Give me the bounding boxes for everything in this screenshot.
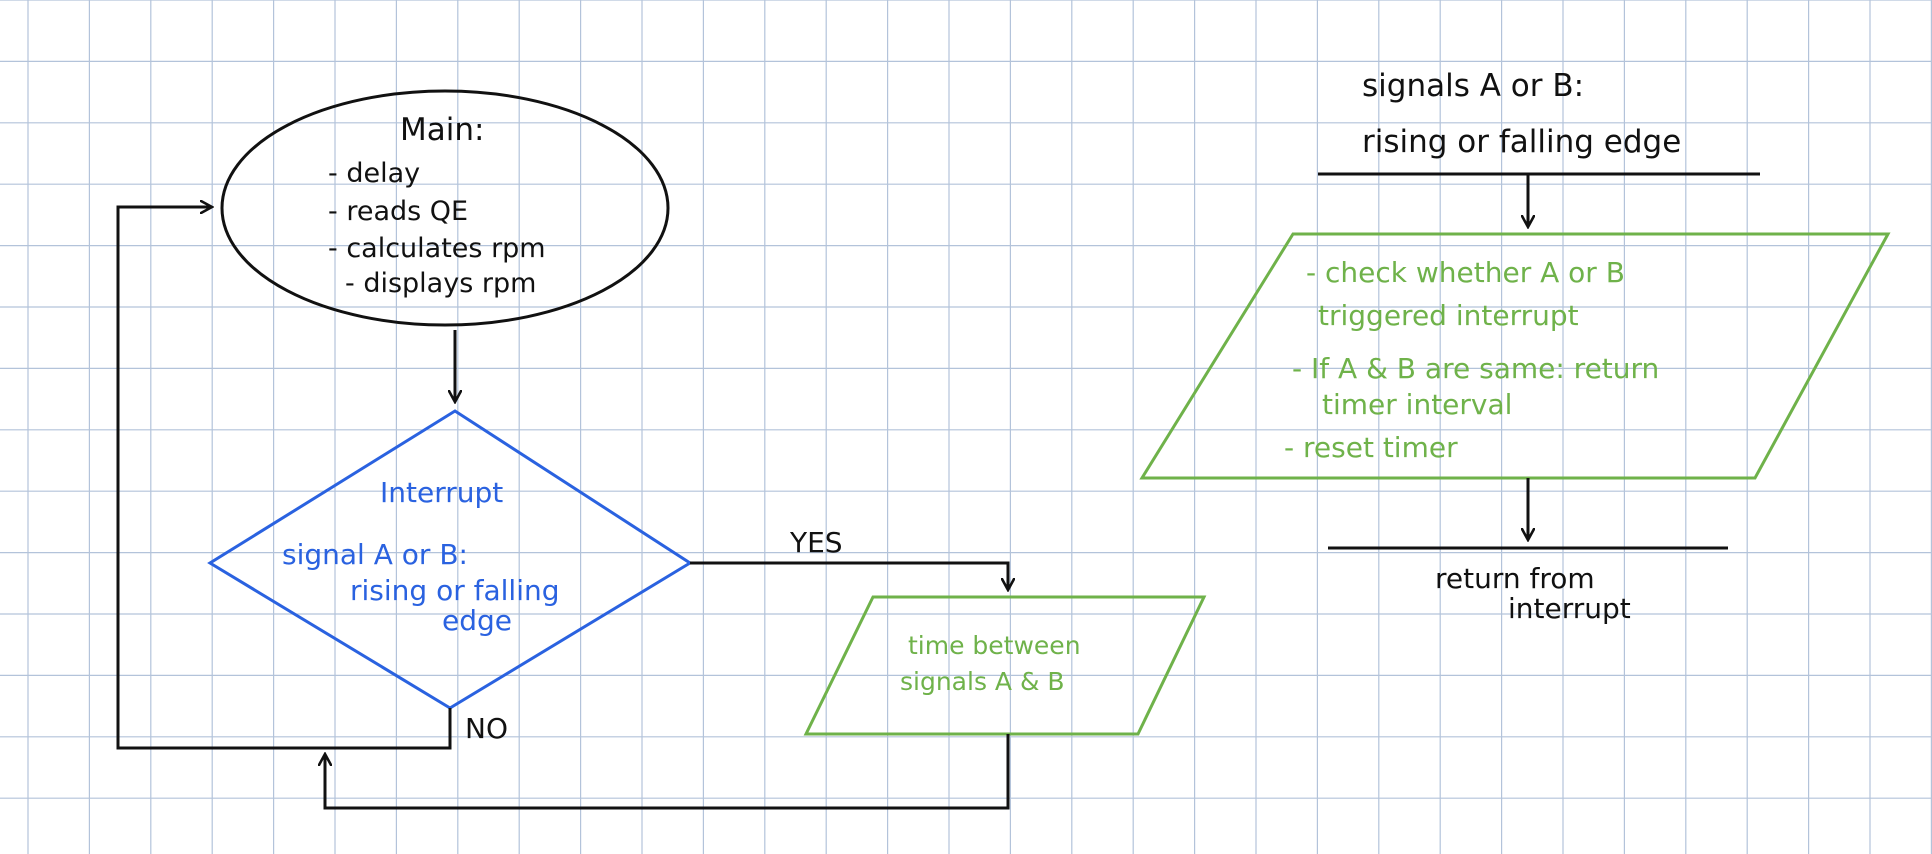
- decision-title: Interrupt: [380, 476, 503, 509]
- time-box-line-1: time between: [908, 631, 1081, 660]
- arrow-yes-to-time-box: [690, 561, 1008, 590]
- arrow-no-loop-to-main: [116, 207, 452, 750]
- no-label: NO: [465, 712, 508, 745]
- decision-line-1: signal A or B:: [282, 538, 468, 571]
- isr-process-node: - check whether A or B triggered interru…: [1139, 232, 1891, 480]
- isr-return-node: return from interrupt: [1328, 546, 1728, 625]
- isr-return-line-2: interrupt: [1508, 592, 1631, 625]
- isr-header-line-1: signals A or B:: [1362, 68, 1584, 104]
- main-process-node: Main: - delay - reads QE - calculates rp…: [220, 89, 670, 327]
- main-item-reads-qe: - reads QE: [328, 196, 468, 227]
- interrupt-decision-node: Interrupt signal A or B: rising or falli…: [207, 409, 693, 710]
- isr-step-1: - check whether A or B: [1306, 256, 1625, 289]
- time-between-signals-node: time between signals A & B: [803, 595, 1207, 736]
- time-box-line-2: signals A & B: [900, 667, 1065, 696]
- isr-header-line-2: rising or falling edge: [1362, 124, 1681, 160]
- isr-step-2b: timer interval: [1322, 388, 1512, 421]
- decision-line-3: edge: [442, 604, 512, 637]
- main-item-delay: - delay: [328, 158, 420, 189]
- isr-step-2: - If A & B are same: return: [1292, 352, 1659, 385]
- yes-label: YES: [789, 526, 843, 559]
- main-item-calculates-rpm: - calculates rpm: [328, 233, 546, 264]
- isr-step-3: - reset timer: [1284, 431, 1458, 464]
- isr-step-1b: triggered interrupt: [1318, 299, 1579, 332]
- main-oval-shape: [220, 89, 670, 327]
- time-box-shape: [803, 595, 1207, 736]
- isr-header: signals A or B: rising or falling edge: [1318, 68, 1760, 176]
- isr-return-line-1: return from: [1435, 562, 1595, 595]
- main-title: Main:: [400, 112, 484, 148]
- isr-box-shape: [1139, 232, 1891, 480]
- arrow-time-box-return: [325, 734, 1010, 810]
- main-item-displays-rpm: - displays rpm: [345, 268, 536, 299]
- decision-line-2: rising or falling: [350, 574, 560, 607]
